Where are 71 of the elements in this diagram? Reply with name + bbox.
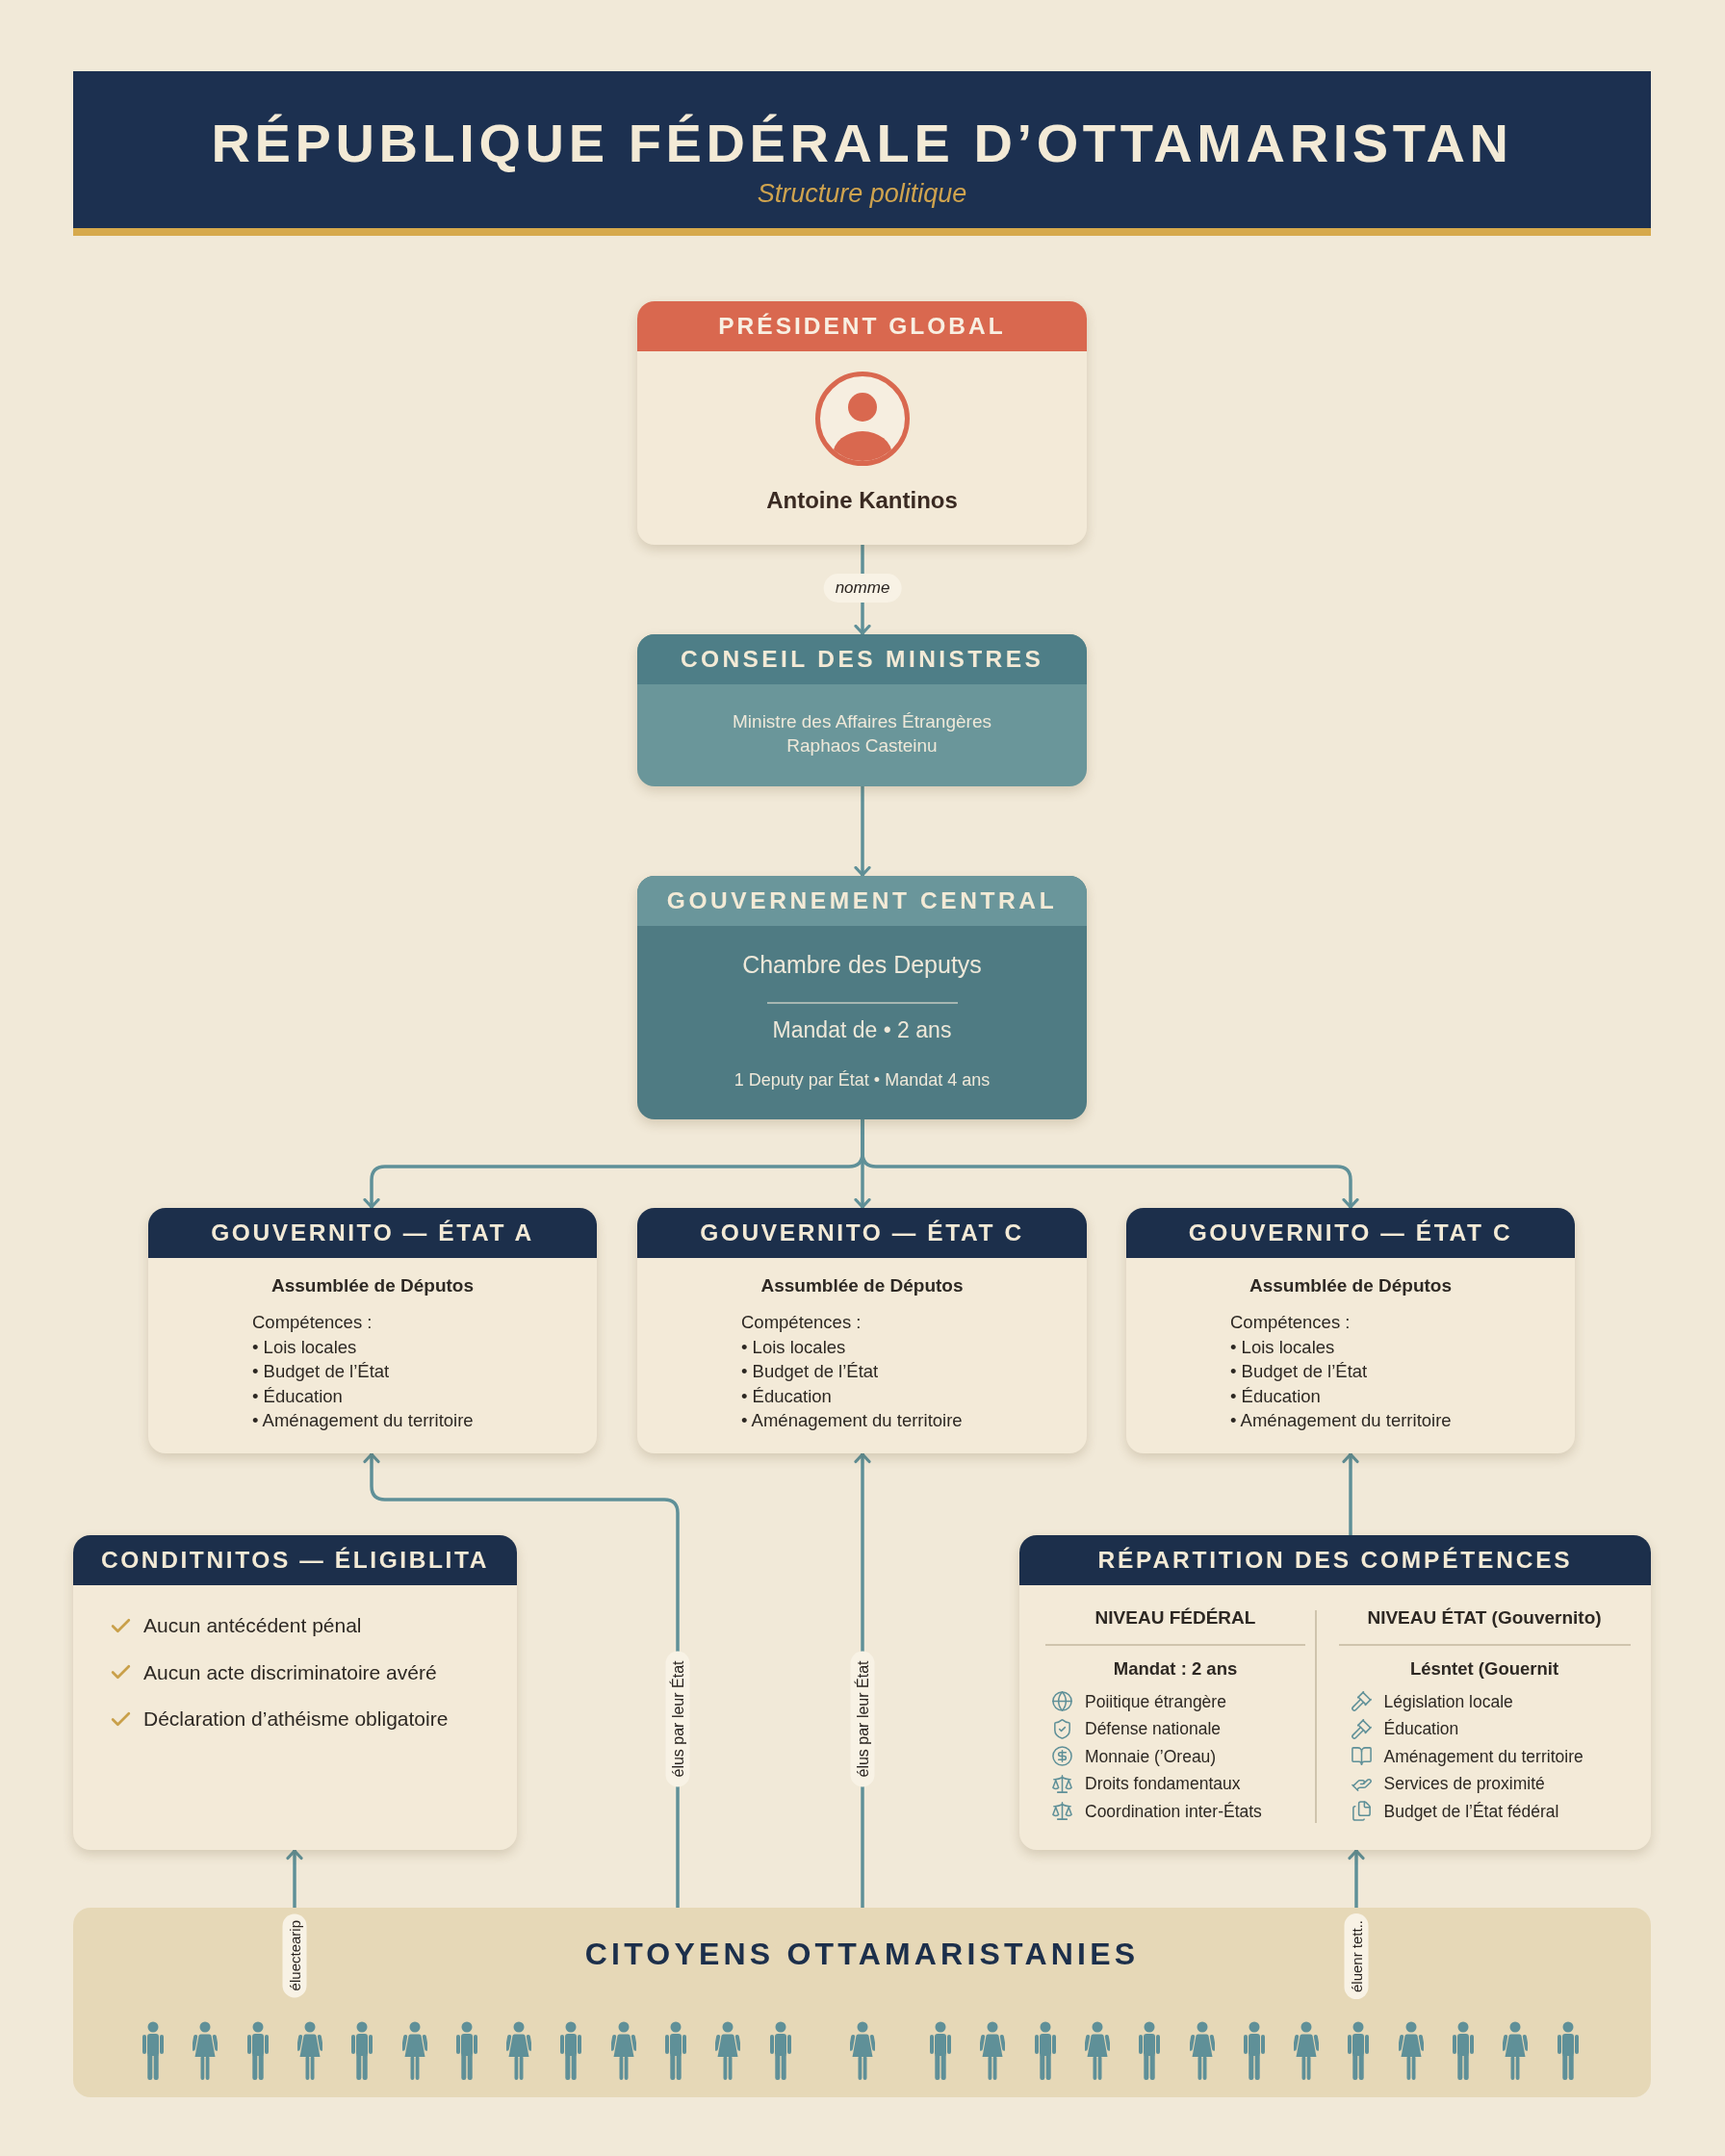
edge-label: élus par leur État — [665, 1651, 690, 1787]
subheading: Assumblée de Députos — [1249, 1274, 1453, 1297]
list-item: • Aménagement du territoire — [252, 1409, 474, 1432]
list-item: Droits fondamentaux — [1085, 1773, 1241, 1795]
list-item: • Budget de l’État — [252, 1360, 390, 1383]
body-text: Mandat de • 2 ans — [772, 1015, 952, 1043]
list-item: Coordination inter-États — [1085, 1800, 1262, 1822]
body-text: Raphaos Casteinu — [786, 734, 938, 757]
list-item: Budget de l’État fédéral — [1383, 1800, 1559, 1822]
competences-card — [1019, 1535, 1651, 1850]
subheading: Assumblée de Députos — [760, 1274, 964, 1297]
list-item: • Éducation — [741, 1384, 832, 1408]
body-text: 1 Deputy par État • Mandat 4 ans — [734, 1068, 991, 1091]
list-item: Monnaie (’Oreau) — [1085, 1745, 1217, 1767]
edge-label: éluenr tett.. — [1344, 1913, 1369, 2000]
list-item: Compétences : — [741, 1311, 862, 1334]
subheading: Lésntet (Gouernit — [1409, 1656, 1559, 1681]
card-title: CONDITNITOS — ÉLIGIBLITA — [73, 1535, 517, 1585]
body-text: Chambre des Deputys — [742, 950, 982, 979]
state-card — [148, 1208, 597, 1453]
column-heading: NIVEAU ÉTAT (Gouvernito) — [1367, 1606, 1602, 1630]
arrow — [1348, 1849, 1365, 1908]
list-item: • Lois locales — [741, 1335, 846, 1359]
list-item: • Éducation — [1230, 1384, 1321, 1408]
subtitle: Structure politique — [757, 178, 967, 210]
list-item: Compétences : — [1230, 1311, 1351, 1334]
list-item: Aucun acte discriminatoire avéré — [143, 1659, 437, 1685]
list-item: Aménagement du territoire — [1383, 1745, 1583, 1767]
edge-label: élus par leur État — [850, 1651, 875, 1787]
list-item: • Lois locales — [252, 1335, 357, 1359]
edge-label: éluectearip — [282, 1913, 307, 1998]
president-card — [637, 301, 1087, 545]
card-title: CONSEIL DES MINISTRES — [637, 634, 1087, 684]
person-name: Antoine Kantinos — [766, 486, 958, 515]
state-card — [1126, 1208, 1575, 1453]
list-item: Législation locale — [1383, 1690, 1513, 1712]
card-title: RÉPARTITION DES COMPÉTENCES — [1019, 1535, 1651, 1585]
list-item: Éducation — [1383, 1718, 1459, 1740]
list-item: • Aménagement du territoire — [1230, 1409, 1452, 1432]
council-card — [637, 634, 1087, 786]
list-item: • Budget de l’État — [741, 1360, 879, 1383]
band-title: CITOYENS OTTAMARISTANIES — [584, 1937, 1140, 1971]
subheading: Assumblée de Députos — [270, 1274, 475, 1297]
card-title: PRÉSIDENT GLOBAL — [637, 301, 1087, 351]
conditions-card — [73, 1535, 517, 1850]
list-item: Compétences : — [252, 1311, 373, 1334]
list-item: • Aménagement du territoire — [741, 1409, 963, 1432]
subheading: Mandat : 2 ans — [1113, 1656, 1238, 1681]
arrow — [286, 1849, 303, 1908]
card-title: GOUVERNITO — ÉTAT C — [1126, 1208, 1575, 1258]
list-item: Services de proximité — [1383, 1773, 1545, 1795]
state-card — [637, 1208, 1087, 1453]
arrow — [854, 786, 871, 877]
list-item: Aucun antécédent pénal — [143, 1613, 362, 1639]
card-title: GOUVERNITO — ÉTAT C — [637, 1208, 1087, 1258]
list-item: Défense nationale — [1085, 1718, 1222, 1740]
arrow — [1342, 1452, 1359, 1535]
list-item: Déclaration d’athéisme obligatoire — [143, 1707, 449, 1732]
page-title: RÉPUBLIQUE FÉDÉRALE D’OTTAMARISTAN — [211, 112, 1513, 175]
card-title: GOUVERNITO — ÉTAT A — [148, 1208, 597, 1258]
body-text: Ministre des Affaires Étrangères — [733, 710, 991, 733]
population-band — [73, 1908, 1651, 2097]
list-item: Poiitique étrangère — [1085, 1690, 1226, 1712]
arrow — [861, 1119, 1359, 1209]
card-title: GOUVERNEMENT CENTRAL — [637, 876, 1087, 926]
list-item: • Lois locales — [1230, 1335, 1335, 1359]
column-heading: NIVEAU FÉDÉRAL — [1094, 1606, 1256, 1630]
edge-label: nomme — [823, 574, 902, 603]
list-item: • Budget de l’État — [1230, 1360, 1368, 1383]
list-item: • Éducation — [252, 1384, 343, 1408]
government-card — [637, 876, 1087, 1119]
